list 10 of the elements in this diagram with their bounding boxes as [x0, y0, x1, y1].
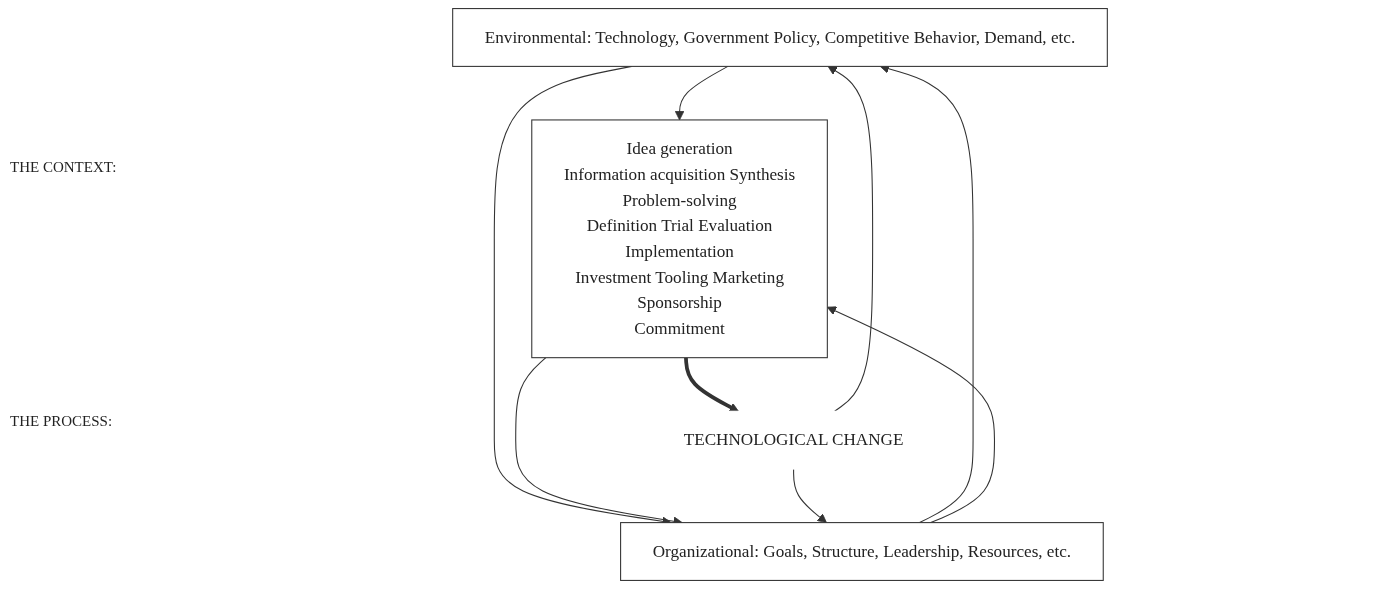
arrow: [674, 65, 729, 121]
arrow: [827, 65, 874, 412]
node-box: Environmental: Technology, Government Policy, Competitive Behavior, Demand, etc.: [452, 8, 1108, 67]
node-text: TECHNOLOGICAL CHANGE: [683, 430, 904, 449]
side-label: THE CONTEXT:: [10, 158, 118, 176]
side-label: THE PROCESS:: [10, 413, 114, 431]
arrow: [793, 468, 827, 524]
node-box: Idea generation Information acquisition Synthesis Problem-solving Definition Trial Evaluation Implementation Investment Tooling Marketing Sponsorship Commitment: [531, 119, 828, 359]
arrow: [684, 357, 739, 412]
node-box: Organizational: Goals, Structure, Leadership, Resources, etc.: [620, 522, 1104, 581]
